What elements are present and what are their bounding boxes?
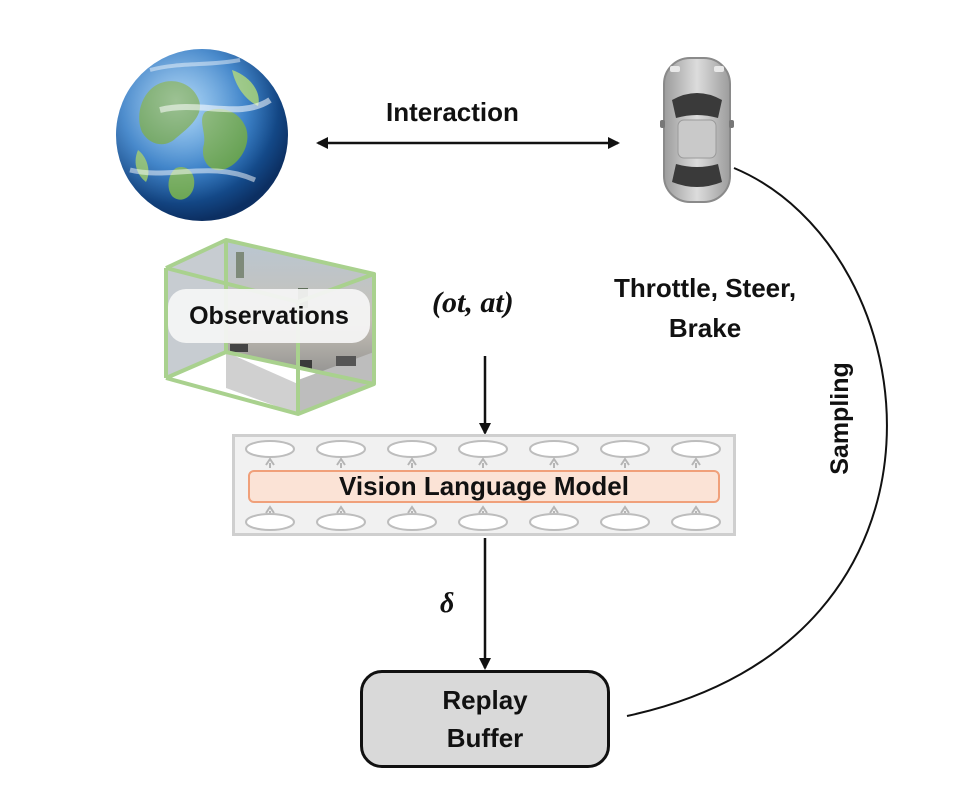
delta-label: δ <box>440 588 455 619</box>
vlm-token-arrow <box>407 505 417 514</box>
vlm-input-token <box>529 513 579 531</box>
car-topview-icon <box>660 57 734 203</box>
controls-label: Throttle, Steer, Brake <box>614 268 796 348</box>
vlm-output-token <box>245 440 295 458</box>
vlm-token-arrow <box>620 505 630 514</box>
vlm-token-arrow <box>478 505 488 514</box>
replay-buffer-line2: Buffer <box>446 723 524 753</box>
replay-buffer-box: Replay Buffer <box>360 670 610 768</box>
vlm-token-arrow <box>336 457 346 468</box>
interaction-label: Interaction <box>386 97 519 127</box>
vlm-input-token <box>387 513 437 531</box>
sampling-curve <box>626 167 888 717</box>
controls-line2: Brake <box>668 313 742 343</box>
vlm-output-token <box>316 440 366 458</box>
vlm-token-arrow <box>407 457 417 468</box>
replay-buffer-line1: Replay <box>442 685 528 715</box>
vlm-output-token <box>671 440 721 458</box>
vlm-box: Vision Language Model <box>248 470 720 503</box>
vlm-label: Vision Language Model <box>339 471 629 501</box>
earth-globe-icon <box>116 49 288 221</box>
observations-label: Observations <box>189 301 349 330</box>
vlm-token-arrow <box>265 457 275 468</box>
vlm-output-token <box>387 440 437 458</box>
vlm-token-arrow <box>691 457 701 468</box>
vlm-input-token <box>316 513 366 531</box>
vlm-output-token <box>529 440 579 458</box>
tuple-label: (ot, at) <box>432 286 514 319</box>
vlm-input-token <box>245 513 295 531</box>
vlm-input-token <box>458 513 508 531</box>
observations-badge: Observations <box>168 289 370 343</box>
controls-line1: Throttle, Steer, <box>614 273 797 303</box>
vlm-input-token <box>600 513 650 531</box>
vlm-token-arrow <box>691 505 701 514</box>
vlm-token-arrow <box>620 457 630 468</box>
vlm-input-token <box>671 513 721 531</box>
sampling-label: Sampling <box>825 362 854 475</box>
vlm-output-token <box>458 440 508 458</box>
vlm-output-token <box>600 440 650 458</box>
vlm-token-arrow <box>265 505 275 514</box>
vlm-token-arrow <box>549 457 559 468</box>
vlm-token-arrow <box>336 505 346 514</box>
vlm-token-arrow <box>478 457 488 468</box>
vlm-token-arrow <box>549 505 559 514</box>
